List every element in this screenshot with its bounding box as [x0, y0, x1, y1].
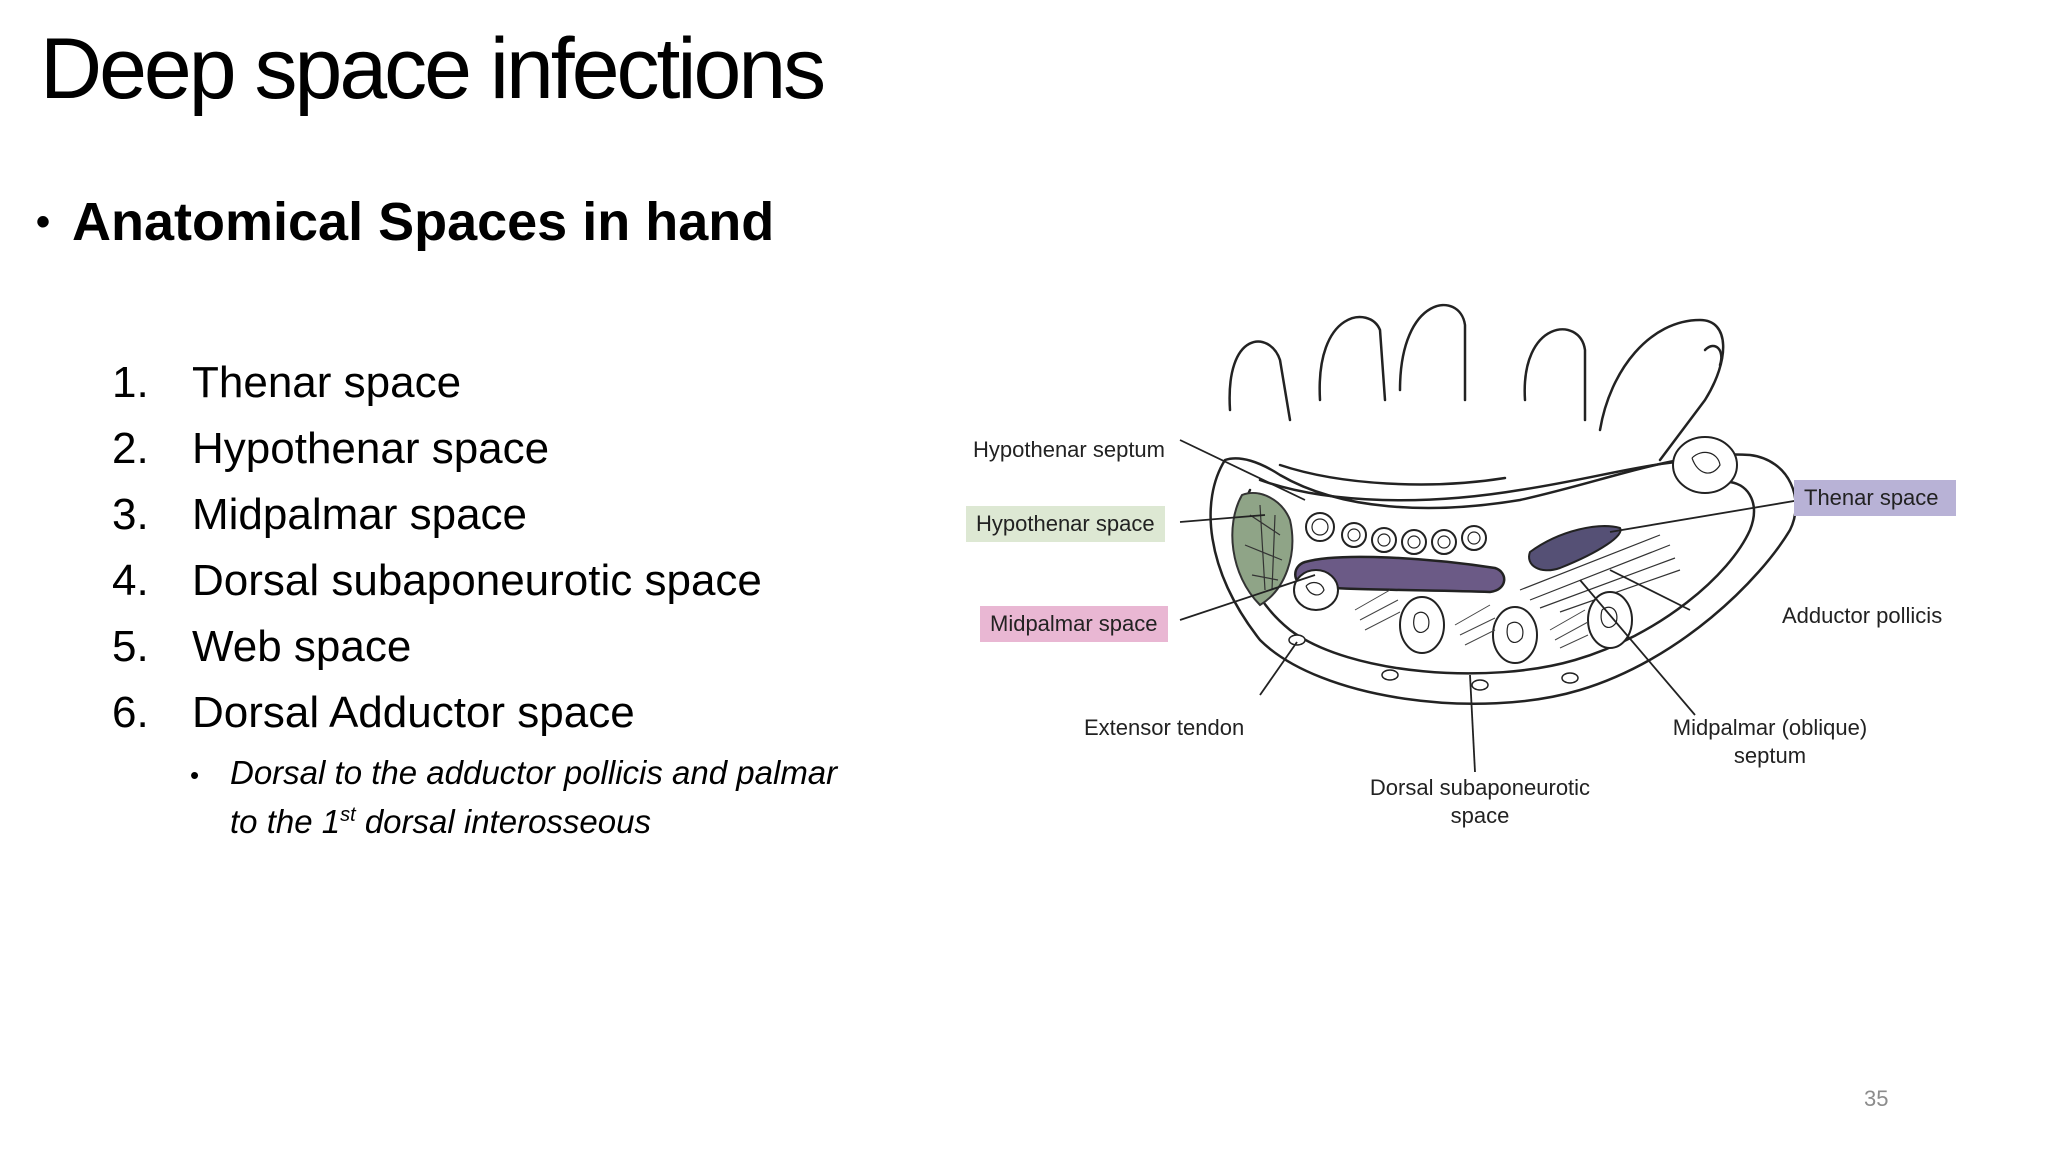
- list-item: 3.Midpalmar space: [112, 490, 528, 539]
- bullet-icon: •: [36, 200, 51, 245]
- section-heading: • Anatomical Spaces in hand: [36, 190, 774, 255]
- sub-note: • Dorsal to the adductor pollicis and pa…: [190, 752, 890, 843]
- list-item: 2.Hypothenar space: [112, 424, 550, 473]
- hand-cross-section-illustration: [1179, 303, 1801, 773]
- label-extensor-tendon: Extensor tendon: [1084, 715, 1245, 740]
- page-number: 35: [1864, 1086, 1889, 1111]
- label-midpalmar-space: Midpalmar space: [980, 606, 1168, 642]
- list-item: 1.Thenar space: [112, 358, 462, 407]
- spaces-list: 1.Thenar space 2.Hypothenar space 3.Midp…: [112, 350, 762, 746]
- sub-note-text: Dorsal to the adductor pollicis and palm…: [230, 754, 838, 840]
- label-midpalmar-septum: Midpalmar (oblique) septum: [1672, 715, 1868, 768]
- hand-cross-section-figure: Hypothenar septum Hypothenar space Midpa…: [960, 290, 1960, 850]
- list-item: 6.Dorsal Adductor space: [112, 688, 635, 737]
- sub-bullet-icon: •: [190, 760, 200, 790]
- label-adductor-pollicis: Adductor pollicis: [1782, 603, 1943, 628]
- section-heading-text: Anatomical Spaces in hand: [72, 192, 775, 252]
- slide-title: Deep space infections: [40, 21, 826, 117]
- label-hypothenar-septum: Hypothenar septum: [973, 437, 1165, 462]
- label-thenar-space: Thenar space: [1794, 480, 1956, 516]
- list-item: 5.Web space: [112, 622, 412, 671]
- label-hypothenar-space: Hypothenar space: [966, 506, 1165, 542]
- label-dorsal-subaponeurotic: Dorsal subaponeurotic space: [1369, 775, 1591, 828]
- list-item: 4.Dorsal subaponeurotic space: [112, 556, 762, 605]
- thenar-region: [1528, 525, 1622, 572]
